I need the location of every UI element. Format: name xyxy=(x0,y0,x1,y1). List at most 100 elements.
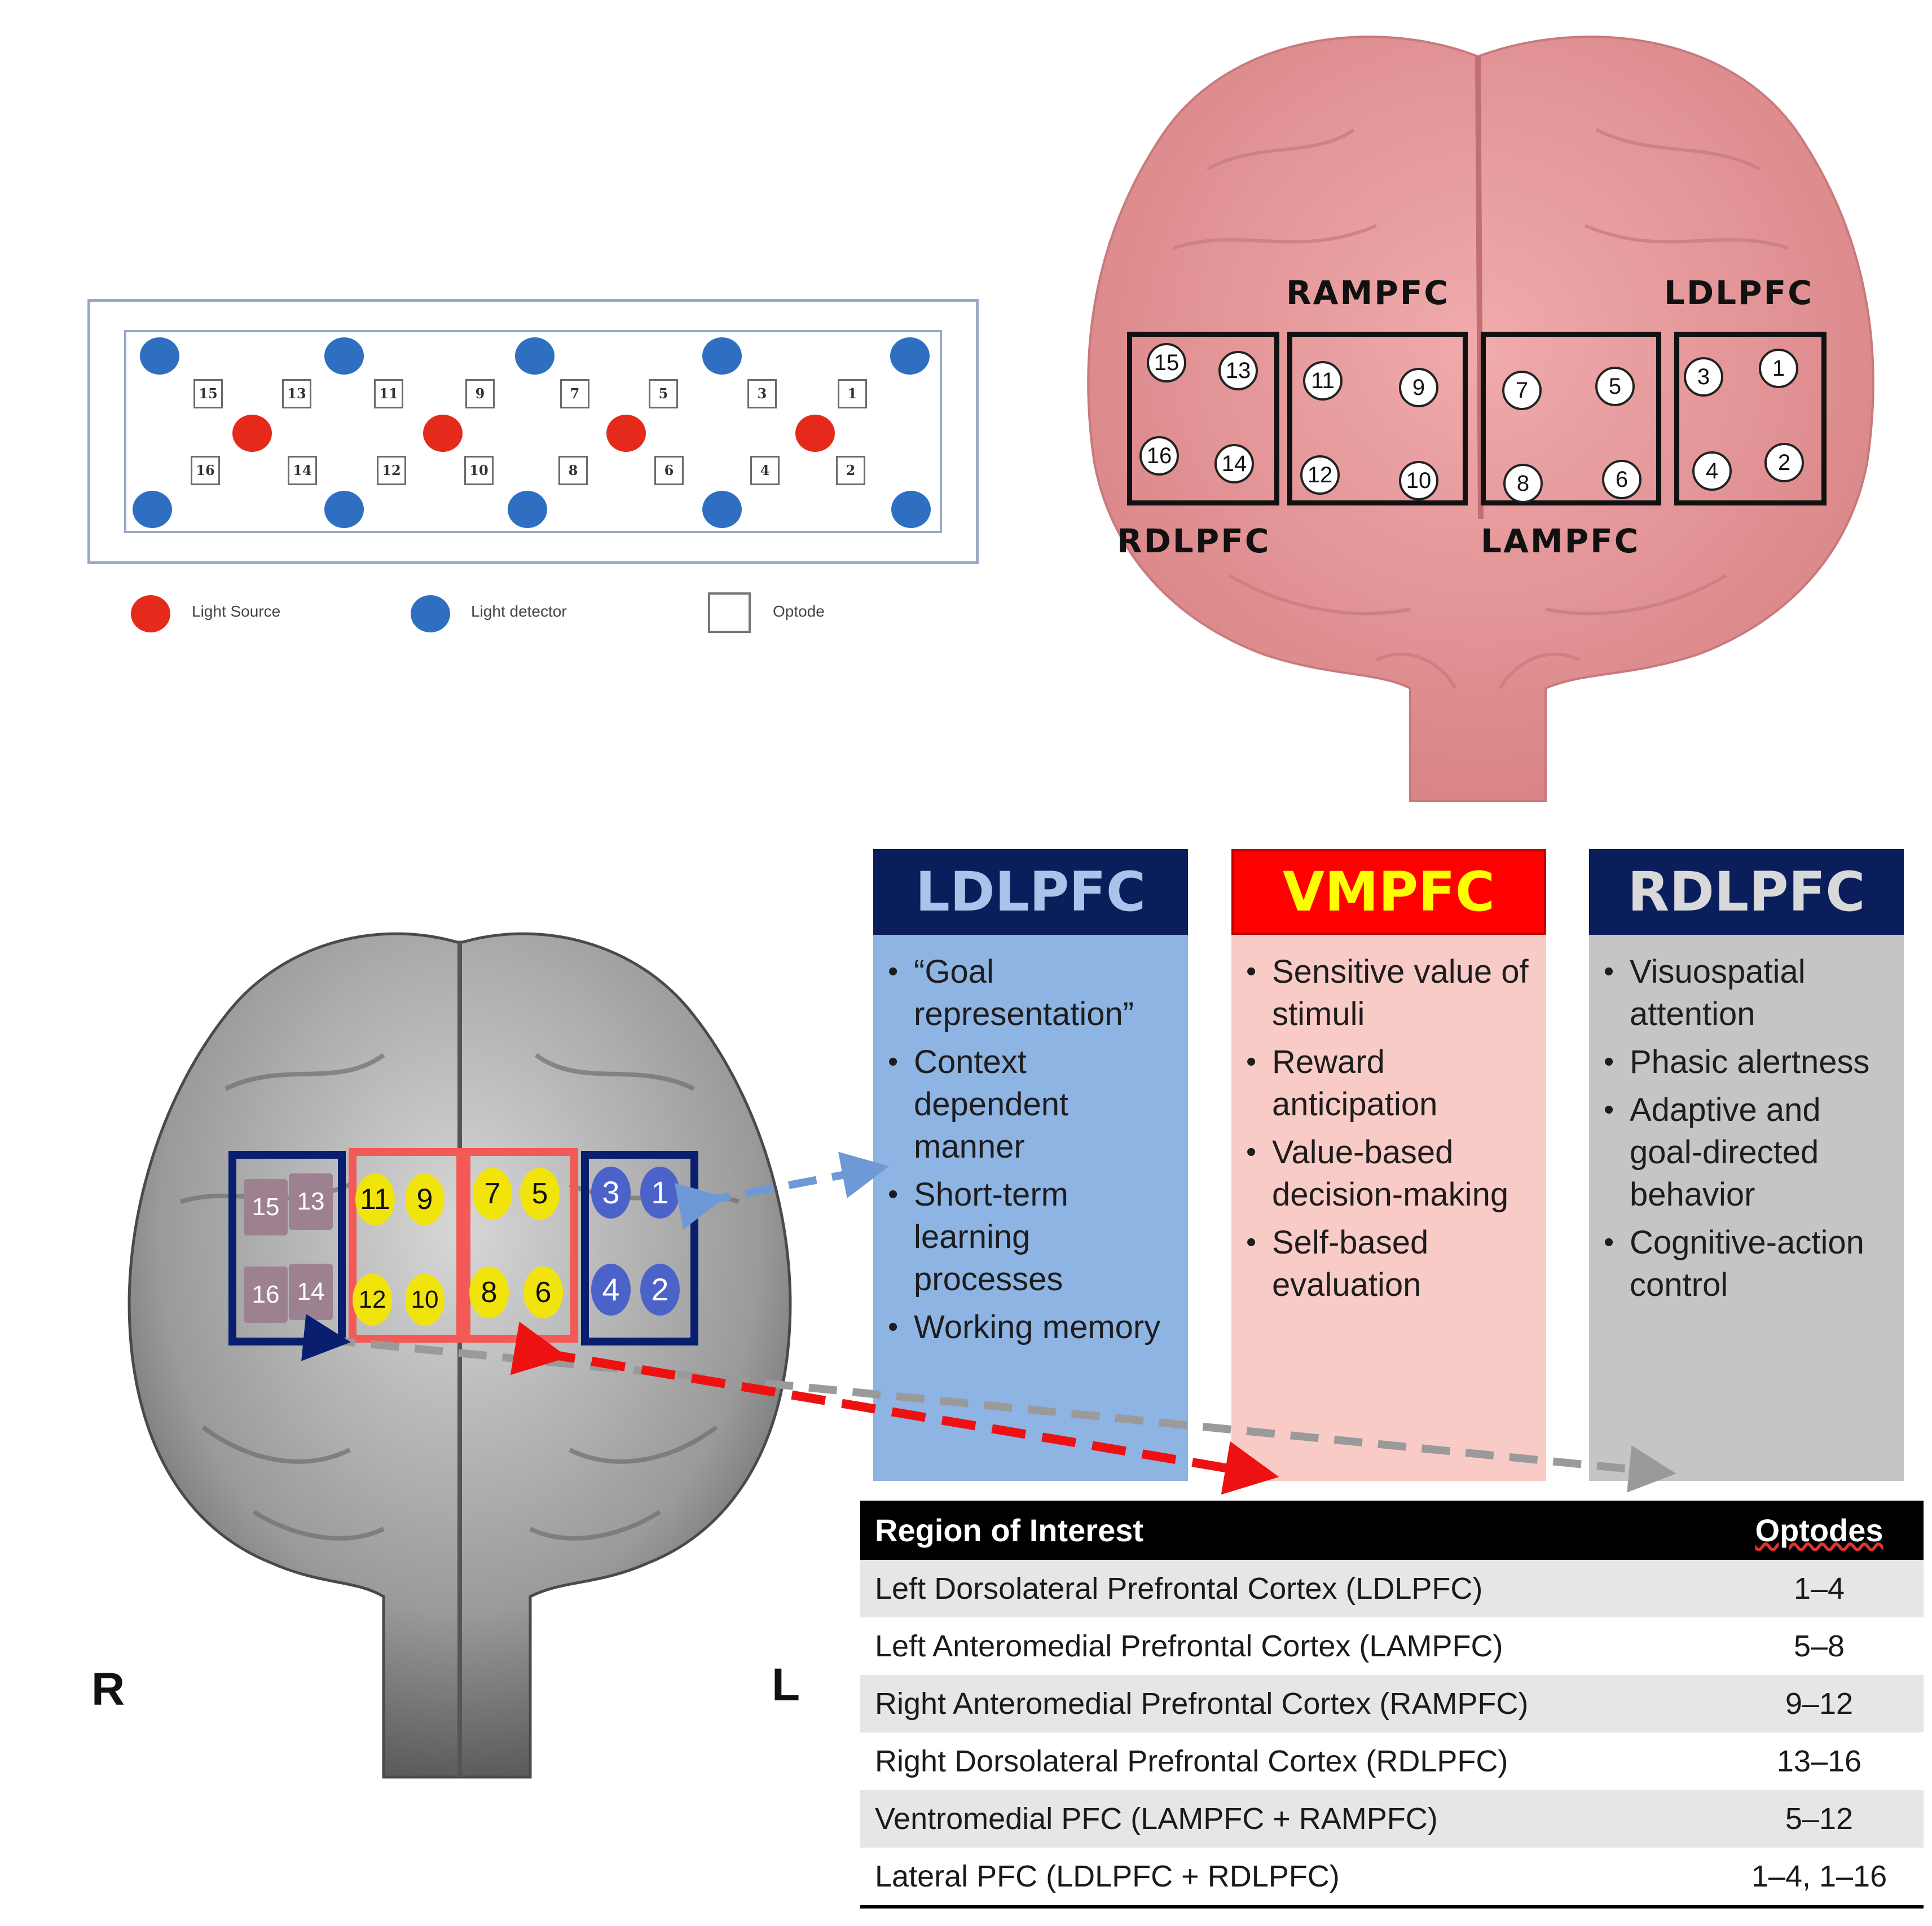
optode-marker: 4 xyxy=(591,1264,631,1316)
optode-ring: 16 xyxy=(1139,436,1179,476)
light-source-dot xyxy=(423,415,463,452)
optode-ring: 2 xyxy=(1764,443,1804,482)
probe-layout-inner-frame xyxy=(124,330,942,533)
label-ldlpfc: LDLPFC xyxy=(1664,274,1814,312)
light-source-dot xyxy=(795,415,835,452)
side-label-right: R xyxy=(91,1664,125,1715)
light-detector-dot xyxy=(702,337,742,375)
cell-optodes: 5–8 xyxy=(1793,1629,1845,1663)
optode-square: 2 xyxy=(836,456,865,485)
arrow-rdlpfc xyxy=(301,1314,1676,1493)
optode-square: 9 xyxy=(465,379,495,408)
cell-optodes: 1–4, 1–16 xyxy=(1751,1859,1887,1893)
optode-ring: 3 xyxy=(1684,357,1723,397)
optode-marker: 3 xyxy=(591,1167,631,1219)
optode-marker: 11 xyxy=(355,1173,395,1225)
optode-marker: 9 xyxy=(405,1173,445,1225)
table-header: Region of Interest Optodes xyxy=(860,1501,1924,1560)
light-detector-dot xyxy=(324,337,364,375)
roi-table: Region of Interest Optodes Left Dorsolat… xyxy=(860,1501,1924,1909)
cell-optodes: 9–12 xyxy=(1785,1687,1854,1721)
optode-ring: 9 xyxy=(1399,368,1438,407)
optode-ring: 11 xyxy=(1303,361,1343,401)
header-optodes: Optodes xyxy=(1755,1512,1883,1548)
list-item: Adaptive and goal-directed behavior xyxy=(1604,1089,1893,1216)
table-row: Left Anteromedial Prefrontal Cortex (LAM… xyxy=(860,1617,1924,1675)
optode-ring: 15 xyxy=(1147,343,1186,382)
optode-square: 11 xyxy=(374,379,403,408)
header-region: Region of Interest xyxy=(875,1512,1144,1548)
list-item: Value-based decision-making xyxy=(1246,1131,1535,1216)
light-detector-dot xyxy=(324,491,364,528)
light-detector-dot xyxy=(702,491,742,528)
light-detector-dot xyxy=(890,337,930,375)
cell-optodes: 1–4 xyxy=(1793,1572,1845,1606)
optode-square: 8 xyxy=(558,456,588,485)
region-box-rdlpfc xyxy=(1127,332,1279,505)
region-box-lampfc xyxy=(1481,332,1661,505)
optode-marker: 6 xyxy=(523,1267,563,1318)
table-row: Left Dorsolateral Prefrontal Cortex (LDL… xyxy=(860,1560,1924,1617)
light-source-dot xyxy=(606,415,646,452)
legend-optode-swatch xyxy=(708,592,751,633)
list-item: Phasic alertness xyxy=(1604,1041,1893,1083)
table-row: Lateral PFC (LDLPFC + RDLPFC) 1–4, 1–16 xyxy=(860,1848,1924,1905)
optode-square: 16 xyxy=(191,456,220,485)
optode-square: 12 xyxy=(377,456,406,485)
light-detector-dot xyxy=(508,491,547,528)
optode-square: 3 xyxy=(747,379,777,408)
label-lampfc: LAMPFC xyxy=(1481,522,1640,560)
label-rampfc: RAMPFC xyxy=(1286,274,1450,312)
optode-marker: 13 xyxy=(289,1173,333,1230)
optode-square: 13 xyxy=(282,379,311,408)
optode-marker: 7 xyxy=(473,1168,512,1220)
column-title-rdlpfc: RDLPFC xyxy=(1589,849,1904,935)
light-source-dot xyxy=(232,415,272,452)
list-item: Short-term learning processes xyxy=(888,1173,1177,1300)
light-detector-dot xyxy=(891,491,931,528)
optode-marker: 2 xyxy=(640,1264,680,1316)
region-box-ldlpfc xyxy=(1674,332,1827,505)
table-bottom-rule xyxy=(860,1905,1924,1909)
optode-ring: 8 xyxy=(1503,464,1543,503)
optode-marker: 15 xyxy=(244,1179,288,1235)
optode-ring: 12 xyxy=(1300,455,1340,495)
legend-source-swatch xyxy=(131,595,170,632)
legend-source-label: Light Source xyxy=(192,603,281,620)
legend-detector-swatch xyxy=(411,595,450,632)
optode-ring: 13 xyxy=(1218,351,1258,390)
cell-region: Right Dorsolateral Prefrontal Cortex (RD… xyxy=(875,1744,1508,1778)
table-row: Right Anteromedial Prefrontal Cortex (RA… xyxy=(860,1675,1924,1732)
cell-region: Right Anteromedial Prefrontal Cortex (RA… xyxy=(875,1687,1529,1721)
arrow-vmpfc xyxy=(510,1321,1279,1495)
arrow-ldlpfc xyxy=(674,1151,890,1230)
optode-marker: 16 xyxy=(244,1267,288,1323)
optode-ring: 6 xyxy=(1602,460,1641,499)
optode-ring: 7 xyxy=(1502,371,1542,410)
cell-region: Lateral PFC (LDLPFC + RDLPFC) xyxy=(875,1859,1340,1893)
optode-marker: 1 xyxy=(640,1167,680,1219)
list-item: Cognitive-action control xyxy=(1604,1221,1893,1306)
cell-region: Left Anteromedial Prefrontal Cortex (LAM… xyxy=(875,1629,1503,1663)
optode-ring: 5 xyxy=(1595,367,1635,406)
optode-square: 15 xyxy=(193,379,223,408)
cell-region: Left Dorsolateral Prefrontal Cortex (LDL… xyxy=(875,1572,1483,1606)
cell-region: Ventromedial PFC (LAMPFC + RAMPFC) xyxy=(875,1802,1438,1836)
legend-detector-label: Light detector xyxy=(471,603,567,620)
optode-ring: 1 xyxy=(1759,349,1798,388)
table-row: Right Dorsolateral Prefrontal Cortex (RD… xyxy=(860,1732,1924,1790)
list-item: Visuospatial attention xyxy=(1604,951,1893,1035)
cell-optodes: 5–12 xyxy=(1785,1802,1854,1836)
optode-ring: 14 xyxy=(1214,444,1254,483)
list-item: Sensitive value of stimuli xyxy=(1246,951,1535,1035)
list-item: Reward anticipation xyxy=(1246,1041,1535,1125)
light-detector-dot xyxy=(515,337,554,375)
cell-optodes: 13–16 xyxy=(1776,1744,1862,1778)
table-row: Ventromedial PFC (LAMPFC + RAMPFC) 5–12 xyxy=(860,1790,1924,1848)
optode-ring: 4 xyxy=(1692,451,1732,491)
optode-square: 5 xyxy=(649,379,678,408)
optode-marker: 5 xyxy=(520,1168,560,1220)
region-box-rampfc xyxy=(1287,332,1468,505)
light-detector-dot xyxy=(133,491,172,528)
